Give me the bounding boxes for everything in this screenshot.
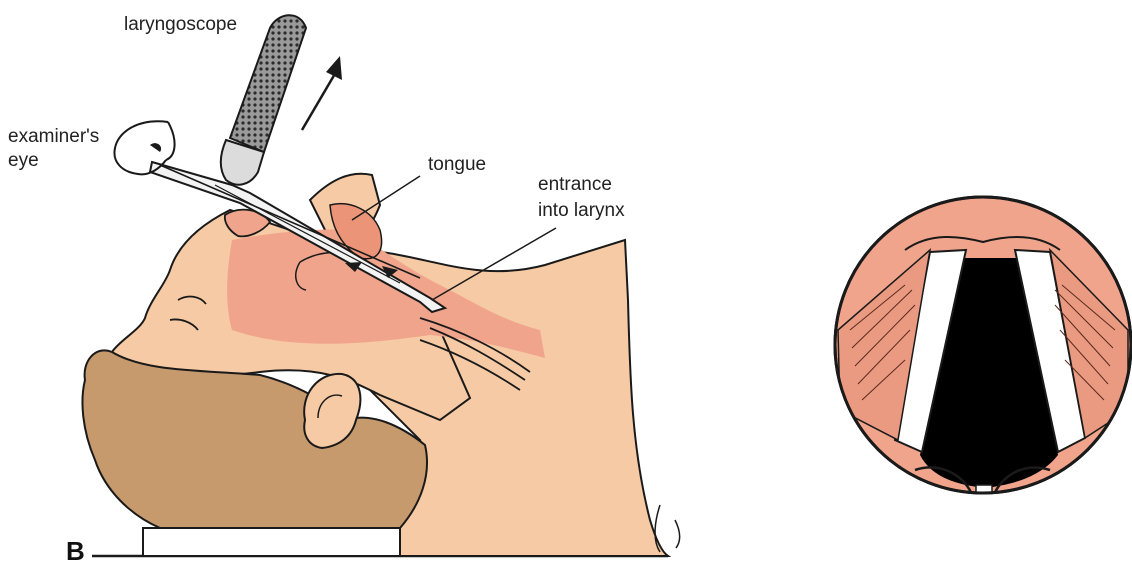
- headrest: [143, 528, 401, 556]
- label-tongue: tongue: [428, 154, 486, 175]
- label-laryngoscope: laryngoscope: [124, 14, 237, 35]
- label-examiners-eye-2: eye: [8, 150, 39, 171]
- lift-direction-arrow: [302, 56, 342, 130]
- label-examiners-eye-1: examiner's: [8, 126, 99, 147]
- panel-letter: B: [66, 536, 85, 566]
- side-view-illustration: laryngoscope examiner's eye tongue entra…: [8, 14, 680, 566]
- label-entrance-1: entrance: [538, 174, 612, 195]
- label-entrance-2: into larynx: [538, 200, 625, 221]
- laryngoscopic-view: [835, 197, 1131, 499]
- laryngoscope-handle: [221, 15, 306, 184]
